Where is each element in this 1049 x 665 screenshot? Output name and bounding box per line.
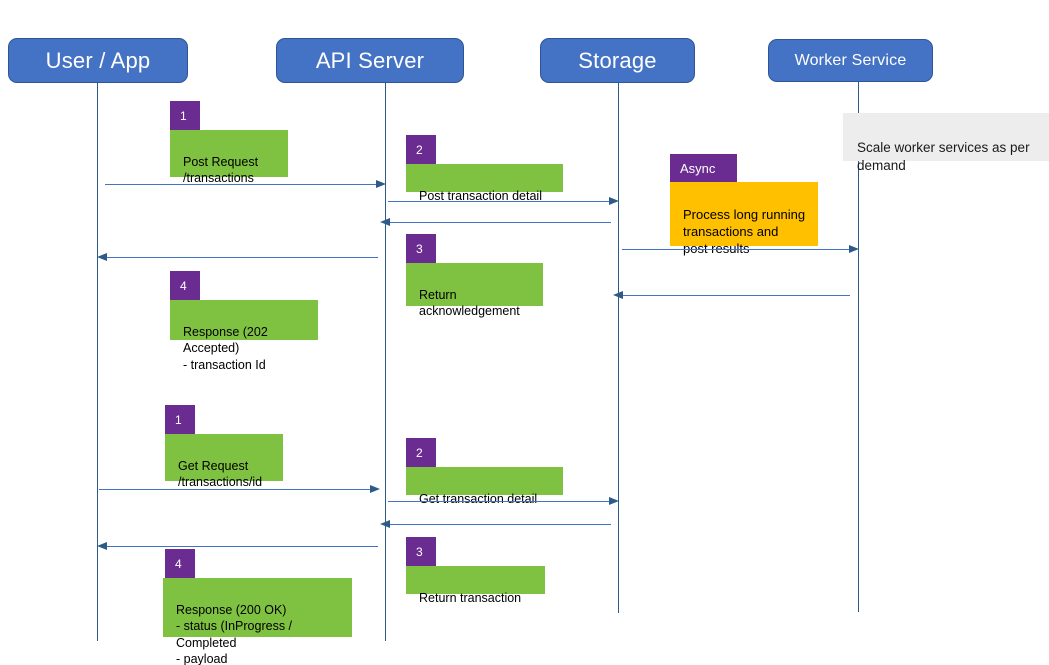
- note-post-transaction-detail-text: Post transaction detail: [419, 188, 542, 203]
- arrow-worker-to-api-result: [613, 290, 850, 299]
- participant-storage-label: Storage: [578, 47, 657, 73]
- note-scale-worker-services-text: Scale worker services as per demand: [857, 139, 1030, 173]
- participant-api-server[interactable]: API Server: [276, 38, 464, 83]
- step-badge-get-request: 1: [165, 405, 195, 434]
- step-badge-get-transaction-detail-label: 2: [416, 445, 423, 460]
- step-badge-async-label: Async: [680, 160, 716, 176]
- lifeline-user-app: [97, 83, 98, 641]
- note-return-acknowledgement-text: Return acknowledgement: [419, 287, 520, 319]
- step-badge-return-acknowledgement-label: 3: [416, 241, 423, 256]
- note-get-transaction-detail-text: Get transaction detail: [419, 491, 538, 506]
- participant-storage[interactable]: Storage: [540, 38, 695, 83]
- step-badge-get-request-label: 1: [175, 412, 182, 427]
- arrow-api-to-worker-async: [622, 244, 859, 253]
- arrow-user-to-api-get: [99, 484, 380, 493]
- participant-api-server-label: API Server: [315, 47, 425, 73]
- step-badge-response-200: 4: [165, 549, 195, 578]
- step-badge-post-request: 1: [170, 101, 200, 130]
- note-return-transaction: Return transaction: [406, 566, 545, 605]
- note-scale-worker-services: Scale worker services as per demand: [843, 113, 1049, 173]
- step-badge-response-202-label: 4: [180, 278, 187, 293]
- note-post-request: Post Request /transactions: [170, 130, 288, 185]
- lifeline-api-server: [385, 83, 386, 641]
- step-badge-get-transaction-detail: 2: [406, 438, 436, 467]
- lifeline-worker-service: [858, 82, 859, 612]
- note-async-process-text: Process long running transactions and po…: [683, 207, 806, 257]
- participant-user-app-label: User / App: [45, 47, 151, 73]
- note-post-request-text: Post Request /transactions: [183, 154, 259, 186]
- participant-worker-service[interactable]: Worker Service: [768, 39, 933, 82]
- note-get-transaction-detail: Get transaction detail: [406, 467, 563, 506]
- step-badge-post-transaction-detail: 2: [406, 135, 436, 164]
- arrow-storage-to-api-transaction: [380, 519, 611, 528]
- note-response-200: Response (200 OK) - status (InProgress /…: [163, 578, 352, 665]
- note-async-process: Process long running transactions and po…: [670, 182, 818, 256]
- step-badge-response-202: 4: [170, 271, 200, 300]
- step-badge-post-transaction-detail-label: 2: [416, 142, 423, 157]
- arrow-api-to-storage-post: [388, 196, 619, 205]
- note-response-202-text: Response (202 Accepted) - transaction Id: [183, 324, 268, 372]
- note-get-request: Get Request /transactions/id: [165, 434, 283, 489]
- participant-worker-service-label: Worker Service: [794, 51, 907, 69]
- arrow-storage-to-api-ack: [380, 217, 611, 226]
- note-response-202: Response (202 Accepted) - transaction Id: [170, 300, 318, 372]
- step-badge-return-acknowledgement: 3: [406, 234, 436, 263]
- arrow-api-to-storage-get: [388, 496, 619, 505]
- step-badge-return-transaction: 3: [406, 537, 436, 566]
- arrow-user-to-api-post: [105, 179, 386, 188]
- note-response-200-text: Response (200 OK) - status (InProgress /…: [176, 602, 293, 665]
- lifeline-storage: [618, 83, 619, 613]
- arrow-api-to-user-202: [97, 252, 378, 261]
- step-badge-post-request-label: 1: [180, 108, 187, 123]
- note-return-acknowledgement: Return acknowledgement: [406, 263, 543, 318]
- arrow-api-to-user-200: [97, 541, 378, 550]
- step-badge-async: Async: [670, 154, 737, 182]
- participant-user-app[interactable]: User / App: [8, 38, 188, 83]
- step-badge-response-200-label: 4: [175, 556, 182, 571]
- note-get-request-text: Get Request /transactions/id: [178, 458, 263, 490]
- note-return-transaction-text: Return transaction: [419, 590, 522, 605]
- step-badge-return-transaction-label: 3: [416, 544, 423, 559]
- note-post-transaction-detail: Post transaction detail: [406, 164, 563, 203]
